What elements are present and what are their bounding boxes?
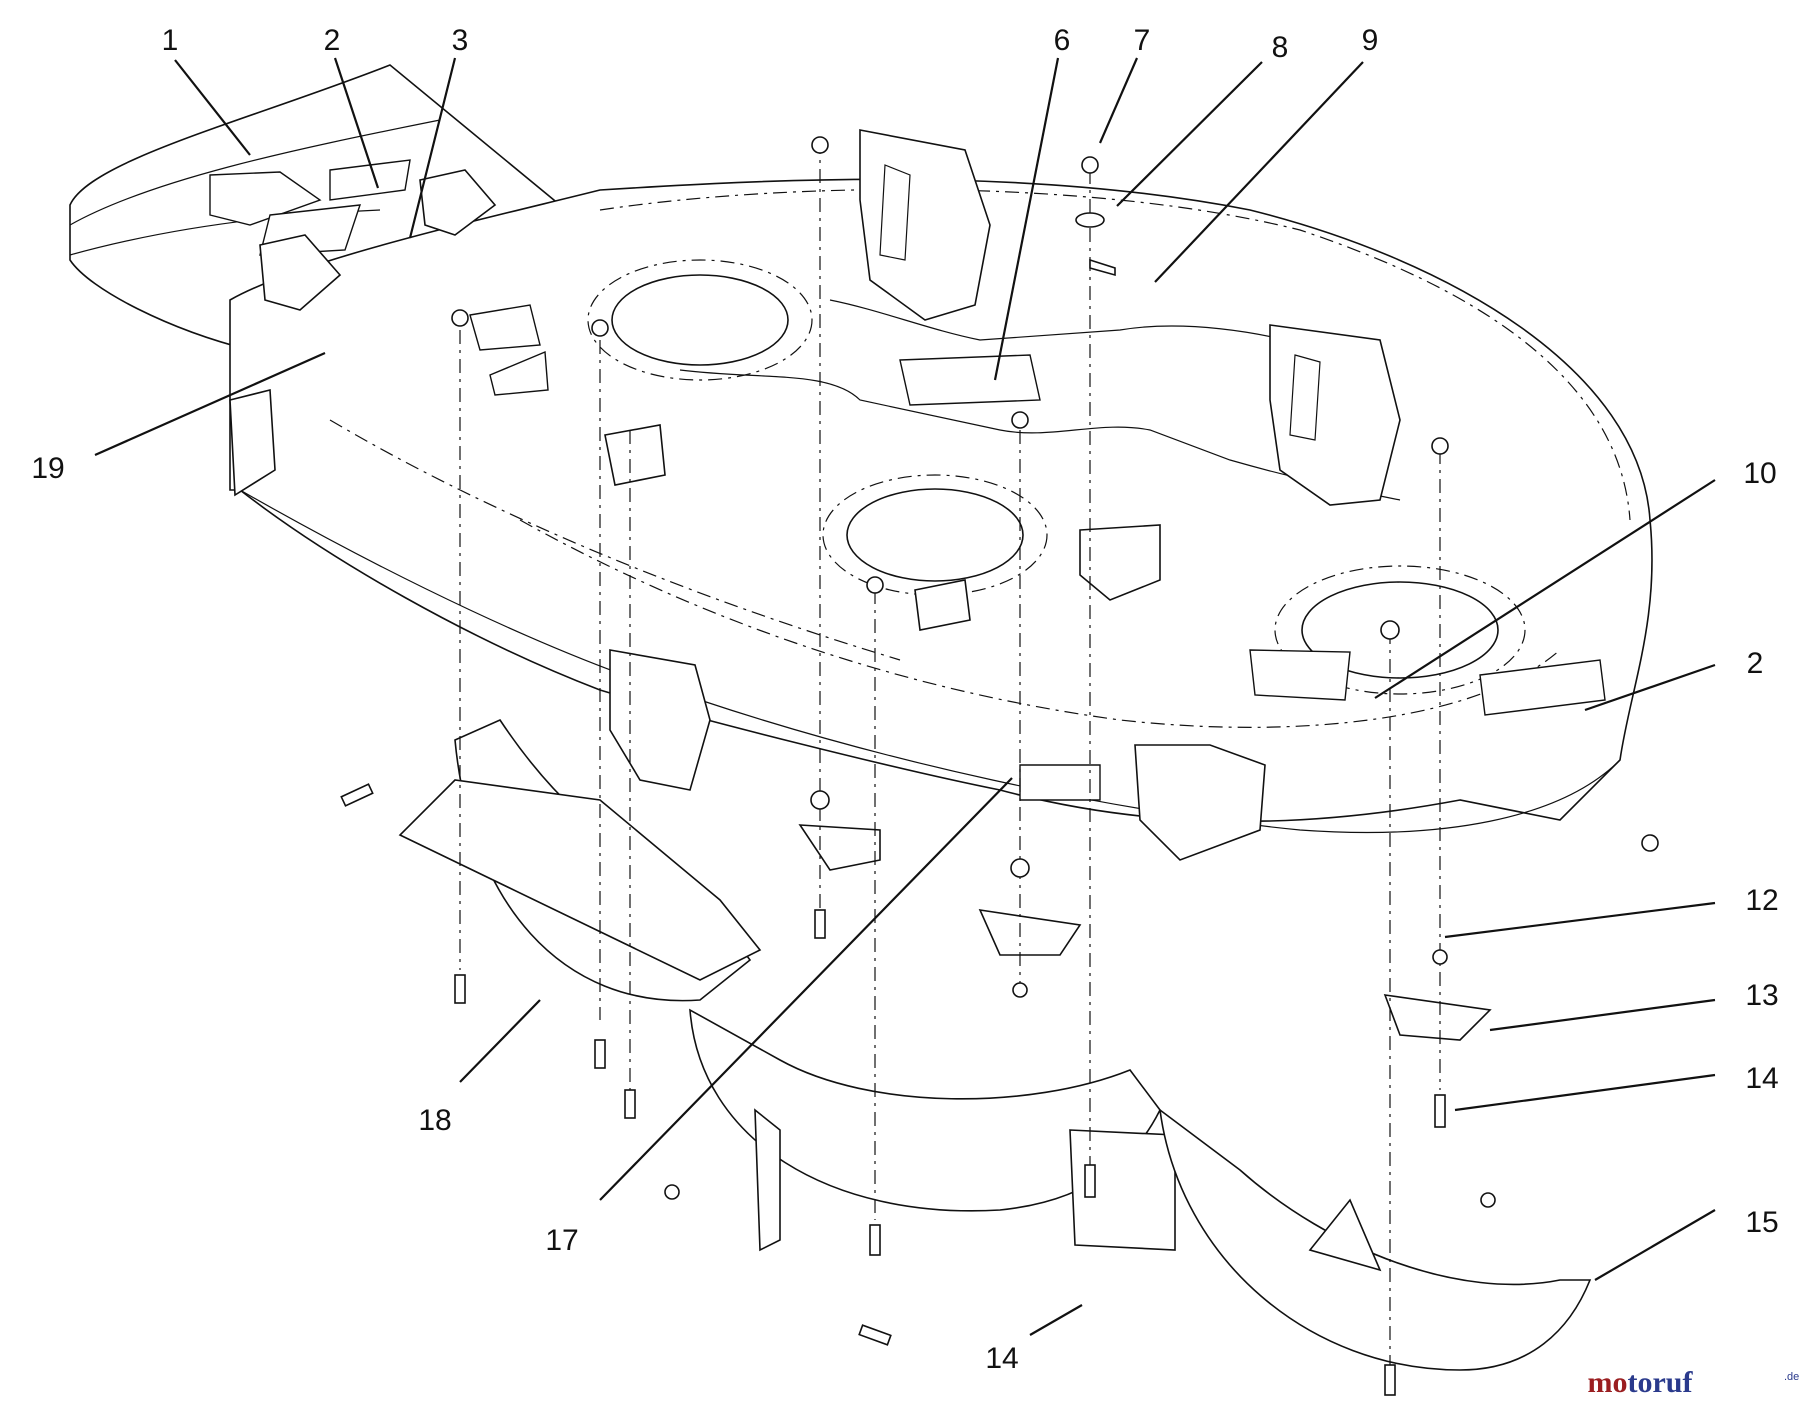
callout-9: 9 [1362, 24, 1379, 57]
callout-18: 18 [418, 1104, 451, 1137]
callout-10: 10 [1743, 457, 1776, 490]
callout-3: 3 [452, 24, 469, 57]
leader-lines [94, 57, 1716, 1336]
deck-brackets [229, 129, 1401, 861]
baffle-assembly [398, 718, 1592, 1371]
callout-13: 13 [1745, 979, 1778, 1012]
callout-14-right: 14 [1745, 1062, 1778, 1095]
callout-15: 15 [1745, 1206, 1778, 1239]
motoruf-logo: motoruf .de [1588, 1366, 1800, 1399]
callout-6: 6 [1054, 24, 1071, 57]
assembly-lines [459, 140, 1441, 1370]
logo-wordmark: motoruf [1588, 1366, 1694, 1399]
callout-12: 12 [1745, 884, 1778, 917]
callout-7: 7 [1134, 24, 1151, 57]
callout-8: 8 [1272, 31, 1289, 64]
hardware [340, 136, 1659, 1396]
callout-2-right: 2 [1747, 647, 1764, 680]
callout-1: 1 [162, 24, 179, 57]
callout-2-top: 2 [324, 24, 341, 57]
rear-shield [69, 64, 562, 351]
logo-tld: .de [1784, 1371, 1799, 1383]
callout-17: 17 [545, 1224, 578, 1257]
callout-14-bottom: 14 [985, 1342, 1018, 1375]
callout-19: 19 [31, 452, 64, 485]
callout-labels: 1 2 3 6 7 8 9 19 10 2 12 13 14 15 18 17 … [31, 24, 1778, 1375]
